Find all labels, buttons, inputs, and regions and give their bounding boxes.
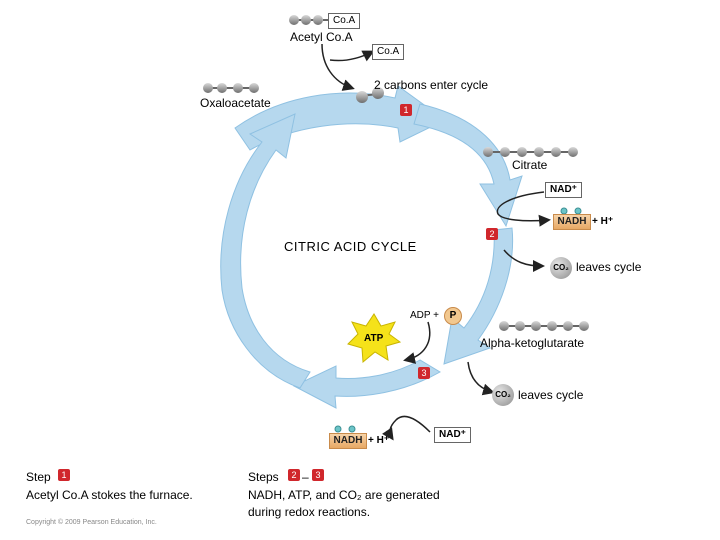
step2-leaves-cycle: leaves cycle <box>576 260 642 274</box>
step-1-badge: 1 <box>400 104 412 116</box>
step3-nadh: NADH <box>329 433 367 449</box>
citrate-label: Citrate <box>512 158 548 172</box>
coa-released-tag: Co.A <box>372 44 405 60</box>
cycle-arrow <box>220 85 523 409</box>
step3-nad-plus: NAD⁺ <box>434 427 471 443</box>
alpha-ketoglutarate-label: Alpha-ketoglutarate <box>480 336 585 350</box>
step-3-badge: 3 <box>418 367 430 379</box>
atp-star <box>347 313 402 364</box>
step2-co2-arrow <box>503 249 545 272</box>
step2-plus-h: + H⁺ <box>592 216 614 227</box>
legend-steps-desc-2: during redox reactions. <box>248 505 371 519</box>
oxaloacetate-molecule <box>203 83 259 93</box>
step2-redox-arrow <box>496 191 551 227</box>
coa-tag: Co.A <box>328 13 361 29</box>
legend-step-desc: Acetyl Co.A stokes the furnace. <box>26 488 193 502</box>
step3-co2: CO₂ <box>492 384 514 406</box>
step2-nad-plus: NAD⁺ <box>545 182 582 198</box>
alpha-ketoglutarate-molecule <box>499 321 589 331</box>
oxaloacetate-label: Oxaloacetate <box>200 96 271 110</box>
step-2-badge: 2 <box>486 228 498 240</box>
copyright: Copyright © 2009 Pearson Education, Inc. <box>26 519 157 526</box>
legend-steps-desc-1: NADH, ATP, and CO₂ are generated <box>248 488 440 502</box>
acetyl-coa-molecule <box>289 15 328 25</box>
acetyl-coa-label: Acetyl Co.A <box>290 30 353 44</box>
step3-nadh-dots <box>334 425 356 433</box>
legend-steps-from-badge: 2 <box>288 469 300 481</box>
two-carbon-unit <box>356 87 384 103</box>
acetyl-arrow <box>321 43 355 91</box>
two-carbons-label: 2 carbons enter cycle <box>374 78 489 92</box>
step3-leaves-cycle: leaves cycle <box>518 388 584 402</box>
atp-label: ATP <box>364 333 384 344</box>
legend-steps-to-badge: 3 <box>312 469 324 481</box>
step3-redox-arrow <box>382 415 431 441</box>
legend-step-1-badge: 1 <box>58 469 70 481</box>
adp-plus: ADP + <box>410 310 439 321</box>
coa-release-arrow <box>329 50 375 62</box>
step2-co2: CO₂ <box>550 257 572 279</box>
cycle-title: CITRIC ACID CYCLE <box>284 239 417 254</box>
atp-synthesis-arrow <box>403 321 431 364</box>
step3-plus-h: + H⁺ <box>368 435 390 446</box>
legend-steps-dash: – <box>302 470 309 484</box>
phosphate: P <box>444 307 462 325</box>
citrate-molecule <box>483 147 578 157</box>
legend-step-word: Step <box>26 470 51 484</box>
legend-steps-word: Steps <box>248 470 279 484</box>
step2-nadh: NADH <box>553 214 591 230</box>
step2-nadh-dots <box>560 207 582 215</box>
step3-co2-arrow <box>467 361 495 396</box>
